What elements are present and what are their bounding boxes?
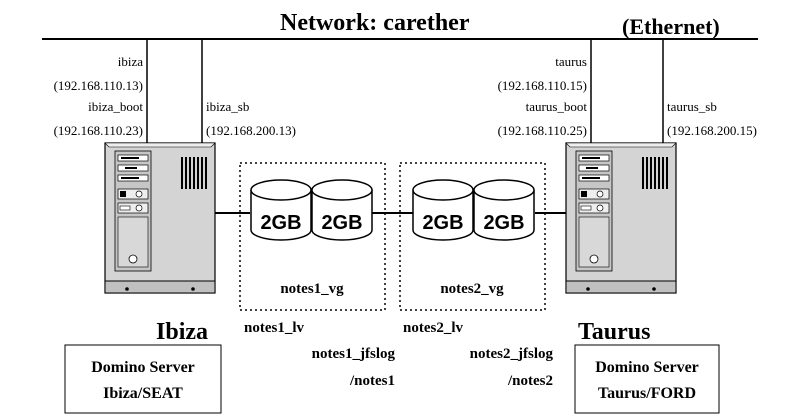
ibiza-domino-line1: Domino Server [91,359,195,376]
notes1-mount-label: /notes1 [349,373,395,389]
notes2-mount-label: /notes2 [507,373,553,389]
notes1-disk1-size: 2GB [260,212,301,234]
taurus-domino-line1: Domino Server [595,359,699,376]
ibiza-if-ip: (192.168.110.13) [54,78,143,93]
notes1-disk2-size: 2GB [321,212,362,234]
notes1-vg-box [239,162,386,311]
taurus-if-ip: (192.168.110.15) [498,78,587,93]
taurus-boot-ip: (192.168.110.25) [498,123,587,138]
notes2-disk1-size: 2GB [422,212,463,234]
notes1-vg-name: notes1_vg [280,281,344,297]
ibiza-if-label: ibiza [118,54,143,69]
notes2-vg-box [399,162,546,311]
notes2-jfslog-label: notes2_jfslog [470,346,554,362]
ibiza-domino-box [64,344,222,414]
ibiza-sb-ip: (192.168.200.13) [206,123,296,138]
taurus-boot-label: taurus_boot [526,99,588,114]
taurus-domino-box [574,344,720,414]
ibiza-domino-line2: Ibiza/SEAT [103,385,183,402]
taurus-server-icon [565,142,677,294]
notes2-vg-name: notes2_vg [440,281,504,297]
taurus-domino-line2: Taurus/FORD [598,385,696,402]
ibiza-host-name: Ibiza [156,319,208,345]
ibiza-boot-label: ibiza_boot [88,99,143,114]
notes1-lv-label: notes1_lv [244,320,305,336]
taurus-sb-label: taurus_sb [667,99,717,114]
ibiza-boot-ip: (192.168.110.23) [54,123,143,138]
notes2-lv-label: notes2_lv [403,320,464,336]
network-type-label: (Ethernet) [622,14,720,39]
taurus-if-label: taurus [555,54,587,69]
ibiza-sb-label: ibiza_sb [206,99,249,114]
notes1-jfslog-label: notes1_jfslog [312,346,396,362]
network-title: Network: carether [280,10,470,36]
taurus-host-name: Taurus [578,319,651,345]
notes2-disk2-size: 2GB [483,212,524,234]
taurus-sb-ip: (192.168.200.15) [667,123,757,138]
ibiza-server-icon [104,142,216,294]
